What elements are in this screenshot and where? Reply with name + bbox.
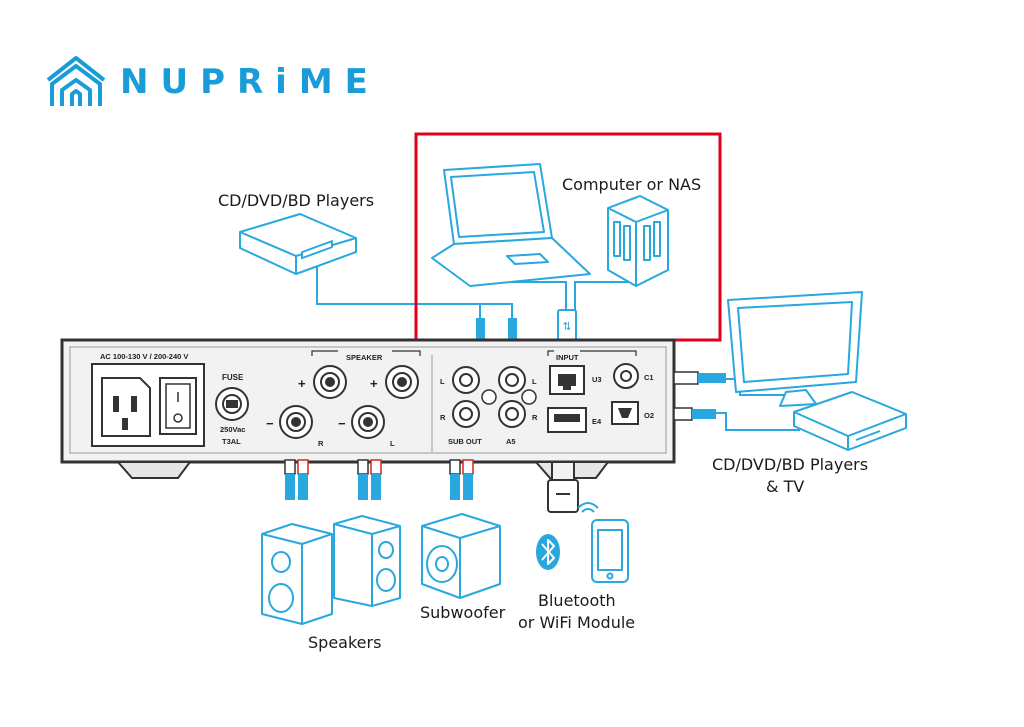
nas-icon <box>607 195 669 287</box>
usb-b-port <box>549 365 585 395</box>
bluetooth-icon <box>536 534 560 570</box>
u3-label: U3 <box>592 375 602 384</box>
tv-icon <box>727 291 863 407</box>
cd-player-icon <box>793 391 907 451</box>
ac-label: AC 100-130 V / 200-240 V <box>100 352 188 361</box>
fuse-type: T3AL <box>222 437 241 446</box>
cd-player-top: CD/DVD/BD Players <box>218 191 374 275</box>
cd-player-icon <box>239 213 357 275</box>
cd-players-tv-label-line1: CD/DVD/BD Players <box>712 455 868 474</box>
sub-r-label: R <box>440 413 446 422</box>
brand-logo: NUPRiME <box>46 56 380 106</box>
optical-port <box>611 401 639 425</box>
input-header: INPUT <box>556 353 579 362</box>
e4-label: E4 <box>592 417 602 426</box>
iec-power-socket-icon <box>101 377 151 437</box>
subwoofer-icon <box>421 513 501 599</box>
speaker-terminals <box>279 365 419 439</box>
laptop-icon <box>431 163 591 287</box>
computer-nas-label: Computer or NAS <box>562 175 701 194</box>
cd-players-tv-label-line2: & TV <box>766 477 804 496</box>
speaker-minus-right: − <box>338 416 346 431</box>
bt-wifi-label-line1: Bluetooth <box>538 591 616 610</box>
rca-plugs-outputs <box>284 459 474 500</box>
o2-label: O2 <box>644 411 654 420</box>
svg-text:⇅: ⇅ <box>562 320 571 333</box>
speaker-l-label: L <box>390 439 395 448</box>
fuse-holder <box>215 387 249 421</box>
amplifier-rear-panel: AC 100-130 V / 200-240 V FUSE 250Vac T3A… <box>60 338 676 479</box>
usb-a-port <box>547 407 587 433</box>
cd-players-top-label: CD/DVD/BD Players <box>218 191 374 210</box>
brand-name: NUPRiME <box>120 62 380 102</box>
coax-port <box>613 363 639 389</box>
subwoofer-label: Subwoofer <box>420 603 506 622</box>
speaker-r-label: R <box>318 439 324 448</box>
speakers-label: Speakers <box>308 633 381 652</box>
sub-l-label: L <box>440 377 445 386</box>
c1-label: C1 <box>644 373 654 382</box>
a5-l-label: L <box>532 377 537 386</box>
speaker-plus-left: + <box>298 376 306 391</box>
a5-label: A5 <box>506 437 516 446</box>
speaker-icon <box>333 515 401 607</box>
speaker-plus-right: + <box>370 376 378 391</box>
fuse-rating: 250Vac <box>220 425 245 434</box>
nuprime-logo-icon <box>46 56 106 106</box>
cd-player-right <box>793 391 907 451</box>
bt-wifi-label-line2: or WiFi Module <box>518 613 635 632</box>
speaker-header: SPEAKER <box>346 353 383 362</box>
fuse-label: FUSE <box>222 373 244 382</box>
wifi-dongle-icon <box>547 461 579 513</box>
sub-out-label: SUB OUT <box>448 437 482 446</box>
a5-r-label: R <box>532 413 538 422</box>
digital-plugs <box>673 371 726 421</box>
rca-jacks <box>452 366 537 428</box>
power-switch-icon <box>159 377 197 435</box>
phone-icon <box>577 502 629 583</box>
speaker-minus-left: − <box>266 416 274 431</box>
speaker-icon <box>261 523 333 625</box>
